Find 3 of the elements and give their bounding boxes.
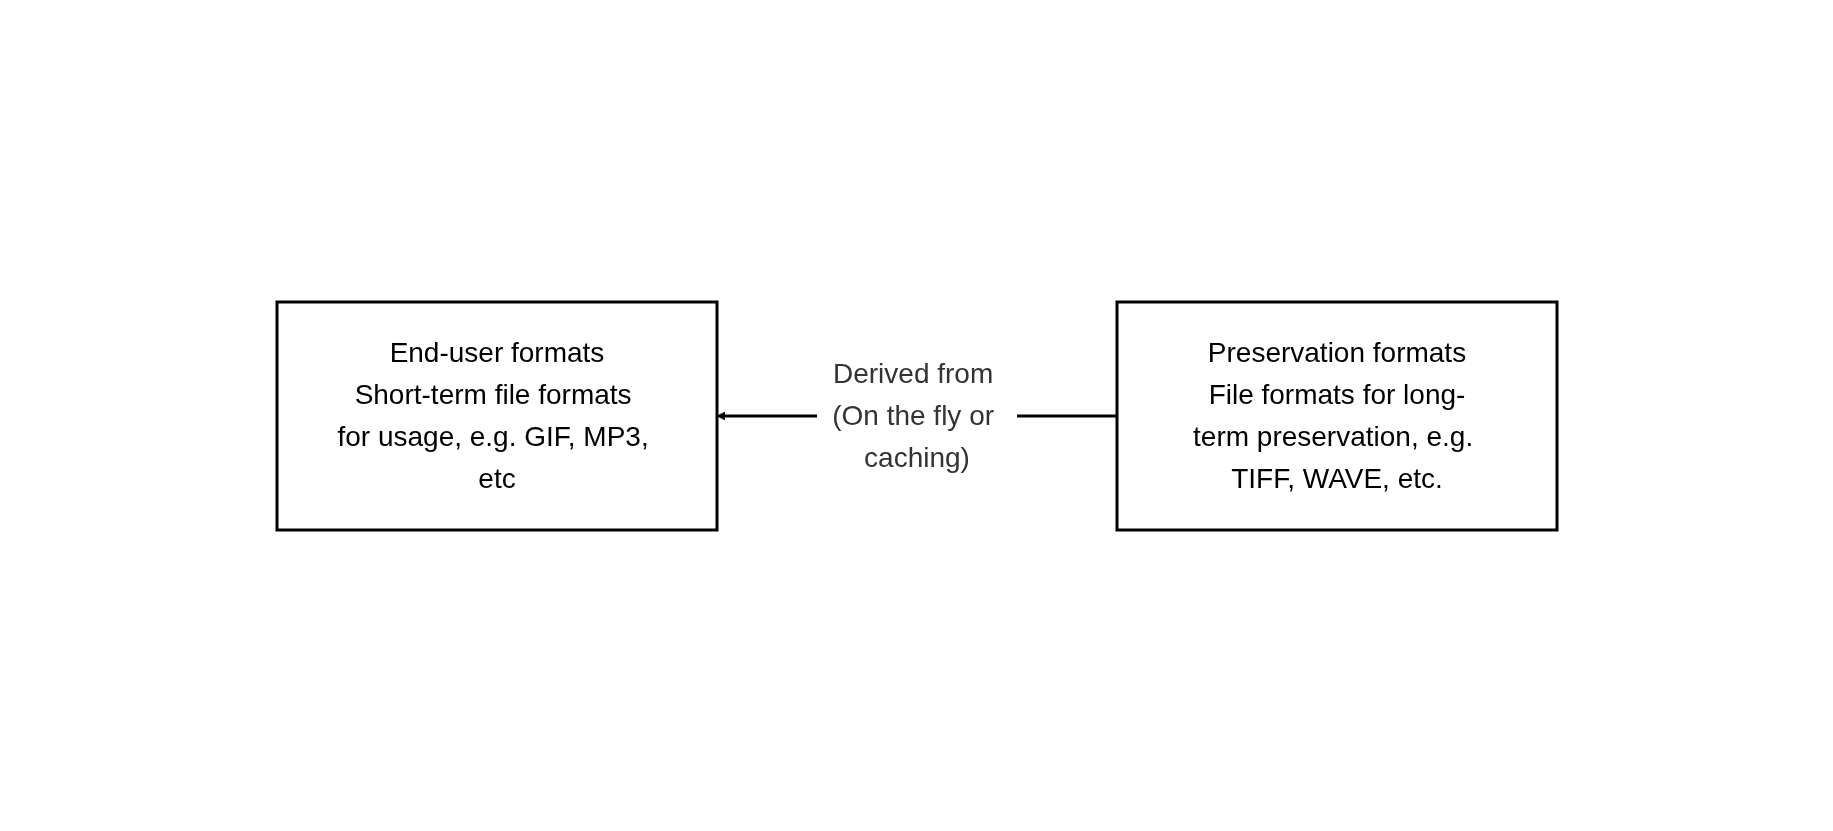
edge-label: Derived from (On the fly or caching) [831,357,994,473]
node-box: End-user formats Short-term file formats for usage, e.g. GIF, MP3, etc [275,300,718,531]
node-box: Preservation formats File formats for long-term preservation, e.g. TIFF, WAVE, etc. [1115,300,1558,531]
